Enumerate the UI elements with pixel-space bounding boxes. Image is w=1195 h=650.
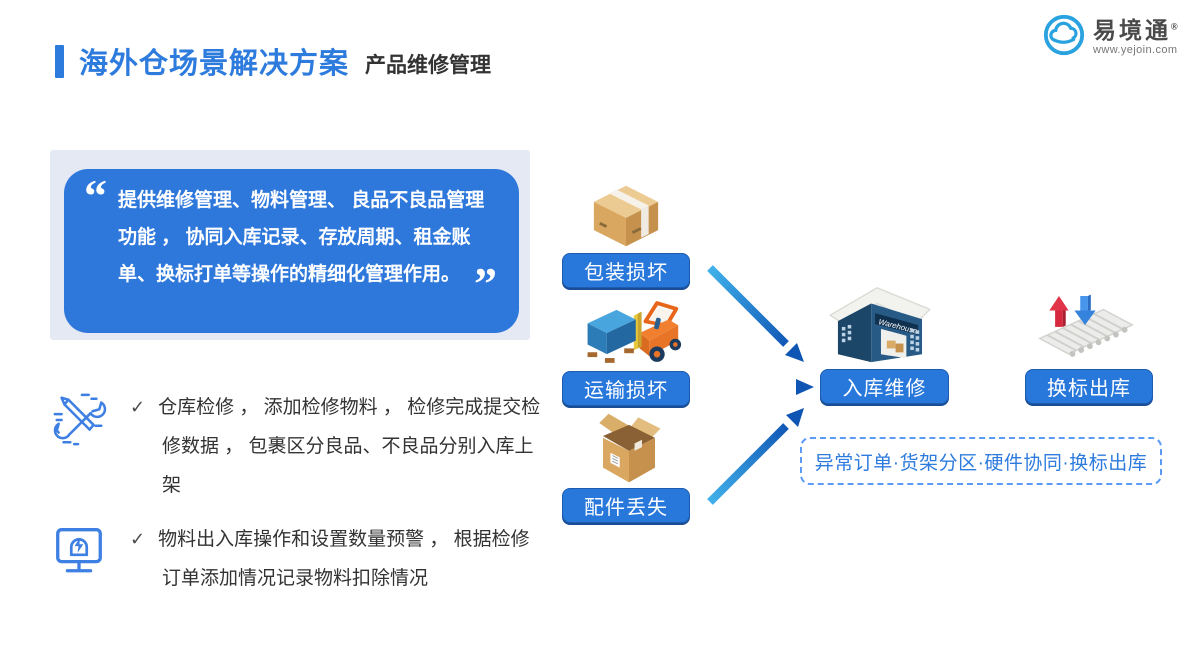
flow-source-package-damage[interactable]: 包装损坏 <box>562 253 690 288</box>
header: 海外仓场景解决方案 产品维修管理 <box>55 40 491 82</box>
feature-text: ✓物料出入库操作和设置数量预警 ， 根据检修订单添加情况记录物料扣除情况 <box>130 529 530 589</box>
close-quote-mark: ” <box>474 258 497 309</box>
relabel-outbound-icon <box>1030 286 1142 367</box>
forklift-icon <box>576 294 684 375</box>
brand-text: 易境通® www.yejoin.com <box>1093 19 1178 56</box>
accent-bar <box>55 44 64 78</box>
closed-box-icon <box>586 182 666 255</box>
feature-item-material: ✓物料出入库操作和设置数量预警 ， 根据检修订单添加情况记录物料扣除情况 <box>50 520 544 598</box>
brand-logo: 易境通® www.yejoin.com <box>1042 13 1178 62</box>
feature-item-inspection: ✓仓库检修 ， 添加检修物料 ， 检修完成提交检修数据 ， 包裹区分良品、不良品… <box>50 388 544 505</box>
brand-name: 易境通® <box>1093 17 1178 43</box>
feature-text: ✓仓库检修 ， 添加检修物料 ， 检修完成提交检修数据 ， 包裹区分良品、不良品… <box>130 397 541 496</box>
open-quote-mark: “ <box>84 170 107 221</box>
check-icon: ✓ <box>130 529 146 549</box>
flow-result-relabel-outbound[interactable]: 换标出库 <box>1025 369 1153 404</box>
check-icon: ✓ <box>130 397 146 417</box>
registered-mark: ® <box>1171 21 1178 32</box>
cloud-logo-icon <box>1042 13 1086 62</box>
page-title: 海外仓场景解决方案 <box>79 48 350 80</box>
arrow-right-icon <box>700 374 818 405</box>
quote-card: “ 提供维修管理、物料管理、 良品不良品管理功能 ， 协同入库记录、存放周期、租… <box>64 169 519 333</box>
repair-tools-icon <box>50 388 108 505</box>
capability-tags: 异常订单·货架分区·硬件协同·换标出库 <box>800 437 1162 485</box>
flow-source-parts-lost[interactable]: 配件丢失 <box>562 488 690 523</box>
warehouse-icon: Warehouse <box>820 280 938 373</box>
brand-website: www.yejoin.com <box>1093 44 1178 56</box>
quote-text: 提供维修管理、物料管理、 良品不良品管理功能 ， 协同入库记录、存放周期、租金账… <box>118 190 485 285</box>
flow-process-inbound-repair[interactable]: 入库维修 <box>820 369 949 404</box>
arrow-up-right-icon <box>702 398 814 515</box>
arrow-down-right-icon <box>702 260 814 377</box>
monitor-alert-icon <box>50 520 108 598</box>
flow-source-transport-damage[interactable]: 运输损坏 <box>562 371 690 406</box>
open-box-icon <box>590 410 668 493</box>
page-subtitle: 产品维修管理 <box>365 54 492 77</box>
